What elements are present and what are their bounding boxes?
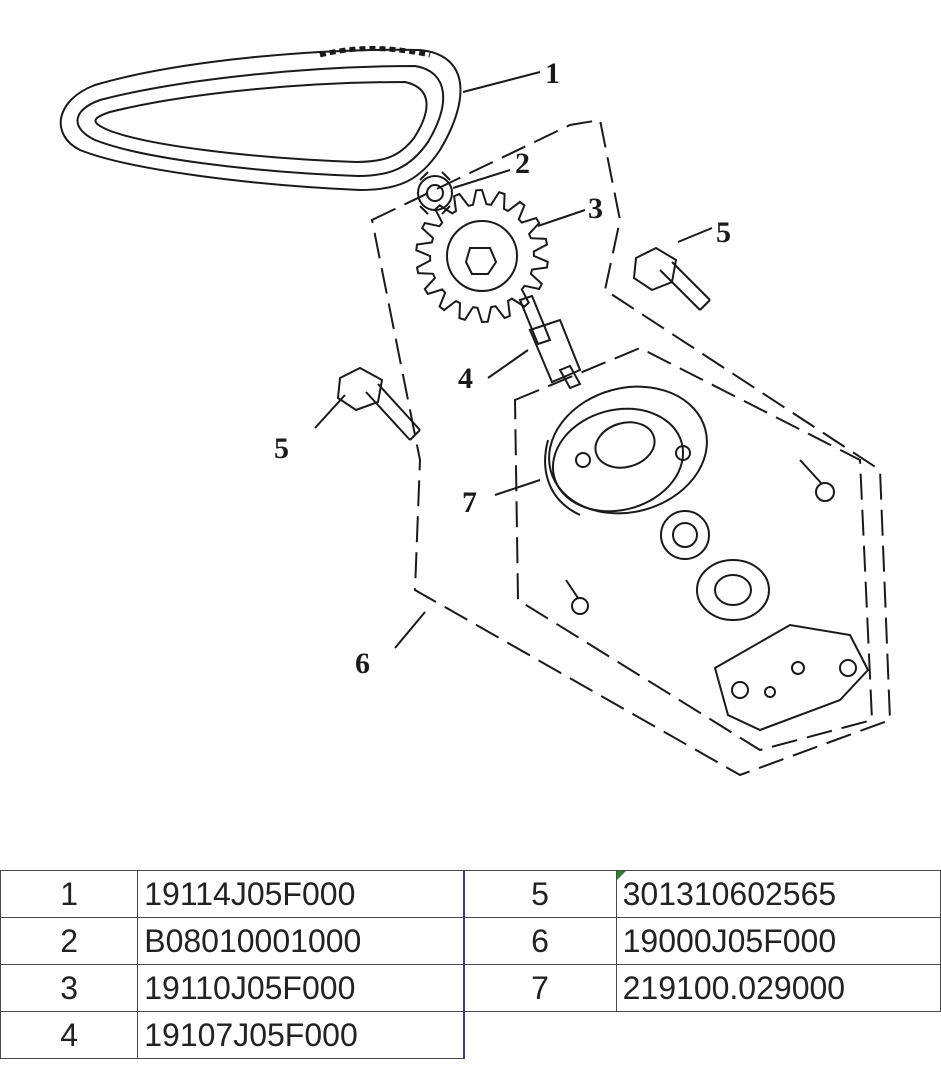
outer-rotor <box>696 559 770 621</box>
screw-right <box>799 459 835 502</box>
callout-6: 6 <box>355 647 370 680</box>
callout-5-left: 5 <box>274 432 289 465</box>
oil-pump-body <box>544 385 708 516</box>
callout-4: 4 <box>458 362 473 395</box>
part-number-cell: 3 <box>0 964 139 1012</box>
part-code-cell: 19110J05F000 <box>137 964 465 1012</box>
part-number-cell: 1 <box>0 870 139 918</box>
empty-cell <box>464 1012 617 1059</box>
timing-chain <box>59 46 462 192</box>
part-code-cell: B08010001000 <box>137 917 465 965</box>
exploded-parts-diagram: 1 2 3 4 5 5 7 6 <box>59 46 892 777</box>
part-code-cell: 219100.029000 <box>615 964 941 1012</box>
part-number-cell: 2 <box>0 917 139 965</box>
part-number-cell: 5 <box>463 870 617 918</box>
callout-5-right: 5 <box>716 216 731 249</box>
part-code-cell: 19000J05F000 <box>615 917 941 965</box>
part-code-cell: 19107J05F000 <box>137 1011 465 1059</box>
sprocket-nut <box>417 171 453 215</box>
leader-lines <box>314 71 713 649</box>
part-number-cell: 4 <box>0 1011 139 1059</box>
inner-rotor <box>660 510 710 560</box>
assembly-outline-6 <box>370 118 892 777</box>
callout-7: 7 <box>462 486 477 519</box>
bolt-right <box>632 246 711 311</box>
bolt-left <box>336 366 421 441</box>
callout-1: 1 <box>545 57 560 90</box>
tensioner-pin <box>518 294 582 390</box>
callout-3: 3 <box>588 192 603 225</box>
pump-cover-plate <box>713 623 870 732</box>
screw-left <box>565 579 589 615</box>
part-number-cell: 7 <box>463 964 617 1012</box>
part-code-cell: 301310602565 <box>615 870 941 918</box>
callout-2: 2 <box>515 147 530 180</box>
part-number-cell: 6 <box>463 917 617 965</box>
gear-sprocket <box>415 188 549 324</box>
part-code-cell: 19114J05F000 <box>137 870 465 918</box>
empty-cell <box>616 1012 940 1059</box>
